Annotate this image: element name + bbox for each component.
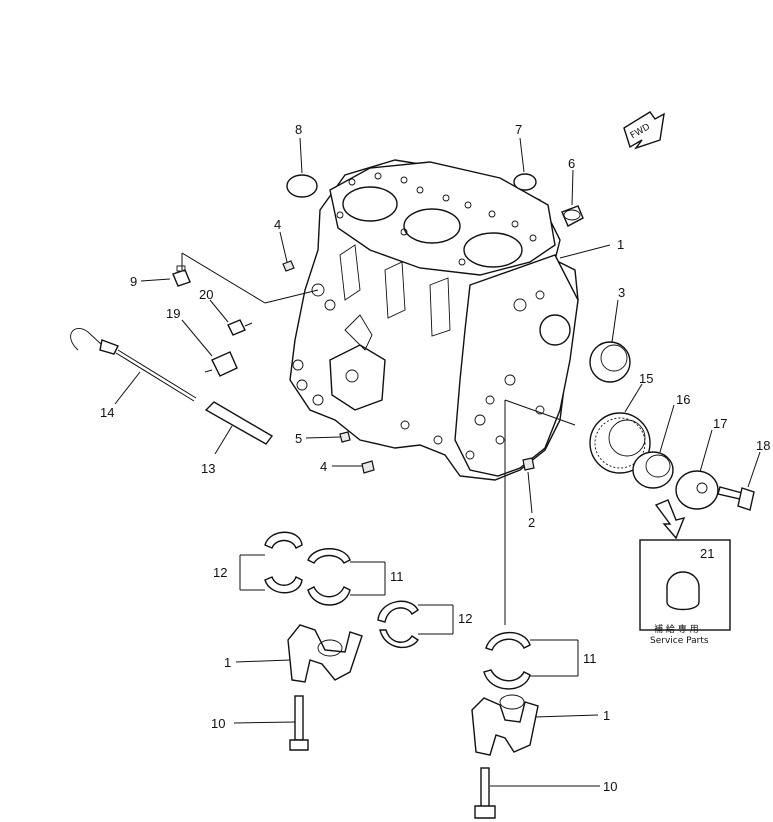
cylinder-block (289, 159, 579, 481)
fwd-arrow-icon: FWD (623, 111, 665, 150)
dipstick-14-icon (70, 328, 197, 402)
bushing-16-icon (632, 451, 674, 489)
service-caption-jp: 補 給 専 用 (654, 623, 699, 635)
callout-14: 14 (100, 405, 114, 420)
callout-8: 8 (295, 122, 302, 137)
callout-2: 2 (528, 515, 535, 530)
callout-17: 17 (713, 416, 727, 431)
switch-19-icon (204, 351, 238, 377)
bolt-18-icon (717, 486, 755, 511)
service-caption-en: Service Parts (650, 636, 709, 646)
callout-16: 16 (676, 392, 690, 407)
callout-5: 5 (295, 431, 302, 446)
plug-8-icon (286, 174, 318, 198)
callout-3: 3 (618, 285, 625, 300)
callout-12: 12 (458, 611, 472, 626)
callout-20: 20 (199, 287, 213, 302)
service-arrow-icon (654, 499, 686, 540)
bearing-cap-b-icon (471, 694, 539, 756)
tube-13-icon (204, 401, 274, 445)
plug-4a-icon (282, 260, 295, 272)
service-parts-box: 21 補 給 専 用 Service Parts (639, 539, 731, 646)
bearing-cap-a-icon (287, 624, 363, 683)
plug-7-icon (513, 173, 537, 191)
bolt-10a-icon (289, 695, 309, 751)
leader-lines (114, 137, 761, 787)
callout-15: 15 (639, 371, 653, 386)
bearing-11b-icon (483, 631, 531, 690)
callout-12: 12 (213, 565, 227, 580)
callout-4: 4 (320, 459, 327, 474)
callout-6: 6 (568, 156, 575, 171)
service-part-number: 21 (700, 546, 714, 561)
callout-9: 9 (130, 274, 137, 289)
plug-2-icon (522, 457, 535, 471)
plug-6-icon (561, 205, 584, 227)
callout-10: 10 (211, 716, 225, 731)
plug-5-icon (339, 431, 351, 443)
callout-11: 11 (583, 651, 597, 666)
callout-1: 1 (224, 655, 231, 670)
callout-18: 18 (756, 438, 770, 453)
retainer-17-icon (675, 470, 719, 510)
bearing-12b-icon (377, 600, 419, 649)
callout-13: 13 (201, 461, 215, 476)
callout-1: 1 (617, 237, 624, 252)
plug-4b-icon (361, 460, 375, 474)
callout-4: 4 (274, 217, 281, 232)
callout-19: 19 (166, 306, 180, 321)
callout-11: 11 (390, 569, 404, 584)
bolt-10b-icon (474, 767, 496, 819)
switch-20-icon (227, 319, 253, 336)
bushing-3-icon (589, 341, 631, 383)
callout-1: 1 (603, 708, 610, 723)
callout-10: 10 (603, 779, 617, 794)
callouts: 8 7 6 1 4 9 20 19 3 15 16 17 18 14 5 4 1… (100, 122, 770, 794)
bearing-12a-icon (264, 531, 303, 594)
callout-7: 7 (515, 122, 522, 137)
plug-9-icon (172, 265, 191, 287)
bearing-11a-icon (307, 548, 351, 606)
gear-15-icon (589, 412, 651, 474)
